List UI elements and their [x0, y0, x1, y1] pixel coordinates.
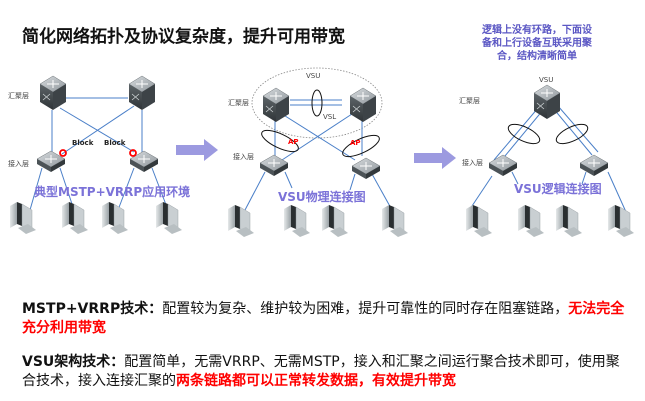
- link: [499, 109, 544, 163]
- pc-icon: [283, 204, 311, 238]
- ap-label: AP: [288, 138, 299, 146]
- link: [607, 171, 627, 213]
- aggregation-switch: [262, 87, 290, 123]
- link: [117, 167, 135, 211]
- pc-icon: [607, 204, 635, 238]
- link: [284, 171, 293, 189]
- access-switch: [351, 157, 381, 180]
- layer-label-access: 接入层: [462, 159, 483, 167]
- pc-icon: [555, 204, 583, 238]
- mstp-description-highlight: 无法完全充分利用带宽: [22, 301, 625, 336]
- aggregation-switch: [349, 87, 377, 123]
- aggregation-switch: [39, 75, 67, 111]
- link: [59, 107, 135, 153]
- link: [61, 105, 135, 155]
- vsu-description-body: 配置简单，无需VRRP、无需MSTP，接入和汇聚之间运行聚合技术即可，使用聚合技…: [22, 354, 620, 389]
- mstp-description: MSTP+VRRP技术：配置较为复杂、维护较为困难，提升可靠性的同时存在阻塞链路…: [22, 300, 632, 338]
- layer-label-access: 接入层: [8, 160, 29, 168]
- layer-label-access: 接入层: [233, 153, 254, 161]
- link: [581, 171, 587, 185]
- diagram-caption-mstp: 典型MSTP+VRRP应用环境: [34, 185, 191, 199]
- layer-label-aggregation: 汇聚层: [459, 97, 480, 105]
- vsu-description-lead: VSU架构技术：: [22, 354, 125, 370]
- mstp-diagram: [9, 75, 183, 235]
- link: [349, 173, 356, 191]
- page-title: 简化网络拓扑及协议复杂度，提升可用带宽: [22, 27, 345, 47]
- layer-label-aggregation: 汇聚层: [228, 99, 249, 107]
- mstp-links: [29, 97, 169, 211]
- link: [557, 105, 599, 153]
- blocked-port-marker: [129, 149, 137, 157]
- arrow-icon: [176, 139, 218, 161]
- pc-icon: [101, 201, 129, 235]
- link: [244, 171, 266, 211]
- ap-bundle-marker: [261, 129, 299, 153]
- link: [29, 167, 43, 211]
- block-label: Block: [72, 139, 94, 147]
- link: [371, 173, 393, 211]
- arrow-icon: [414, 147, 456, 169]
- ap-bundle-marker: [342, 134, 380, 158]
- vsu-logical-diagram: [465, 84, 635, 238]
- vsu-description: VSU架构技术：配置简单，无需VRRP、无需MSTP，接入和汇聚之间运行聚合技术…: [22, 353, 632, 391]
- link: [59, 167, 75, 211]
- pc-icon: [517, 204, 545, 238]
- aggregation-switch: [128, 75, 156, 111]
- diagram-caption-vsu-logical: VSU逻辑连接图: [514, 182, 602, 196]
- pc-icon: [9, 201, 37, 235]
- pc-icon: [321, 204, 349, 238]
- vsu-boundary: [251, 67, 383, 139]
- vsl-bundle-marker: [311, 89, 323, 117]
- pc-icon: [465, 204, 493, 238]
- logical-topology-note: 逻辑上没有环路，下面设备和上行设备互联采用聚合，结构清晰简单: [482, 25, 592, 62]
- link: [511, 171, 519, 185]
- layer-label-aggregation: 汇聚层: [8, 92, 29, 100]
- topology-diagram: [9, 67, 635, 238]
- pc-icon: [227, 204, 255, 238]
- blocked-port-marker: [59, 149, 67, 157]
- vsl-label: VSL: [323, 113, 337, 121]
- link: [493, 107, 539, 161]
- block-label: Block: [104, 139, 126, 147]
- pc-icon: [155, 201, 183, 235]
- aggregation-bundle-marker: [507, 123, 541, 145]
- vsu-description-highlight: 两条链路都可以正常转发数据，有效提升带宽: [176, 373, 456, 389]
- vsu-label: VSU: [306, 72, 321, 80]
- vsu-physical-diagram: [227, 67, 409, 238]
- link: [552, 107, 593, 156]
- vsu-switch: [533, 84, 561, 120]
- ap-label: AP: [350, 139, 361, 147]
- aggregation-bundle-marker: [555, 123, 589, 145]
- pc-icon: [61, 201, 89, 235]
- mstp-description-body: 配置较为复杂、维护较为困难，提升可靠性的同时存在阻塞链路，: [162, 301, 569, 317]
- vsu-label: VSU: [539, 76, 554, 84]
- pc-icon: [381, 204, 409, 238]
- access-switch: [579, 154, 609, 177]
- diagram-caption-vsu-physical: VSU物理连接图: [278, 190, 366, 204]
- mstp-description-lead: MSTP+VRRP技术：: [22, 301, 163, 317]
